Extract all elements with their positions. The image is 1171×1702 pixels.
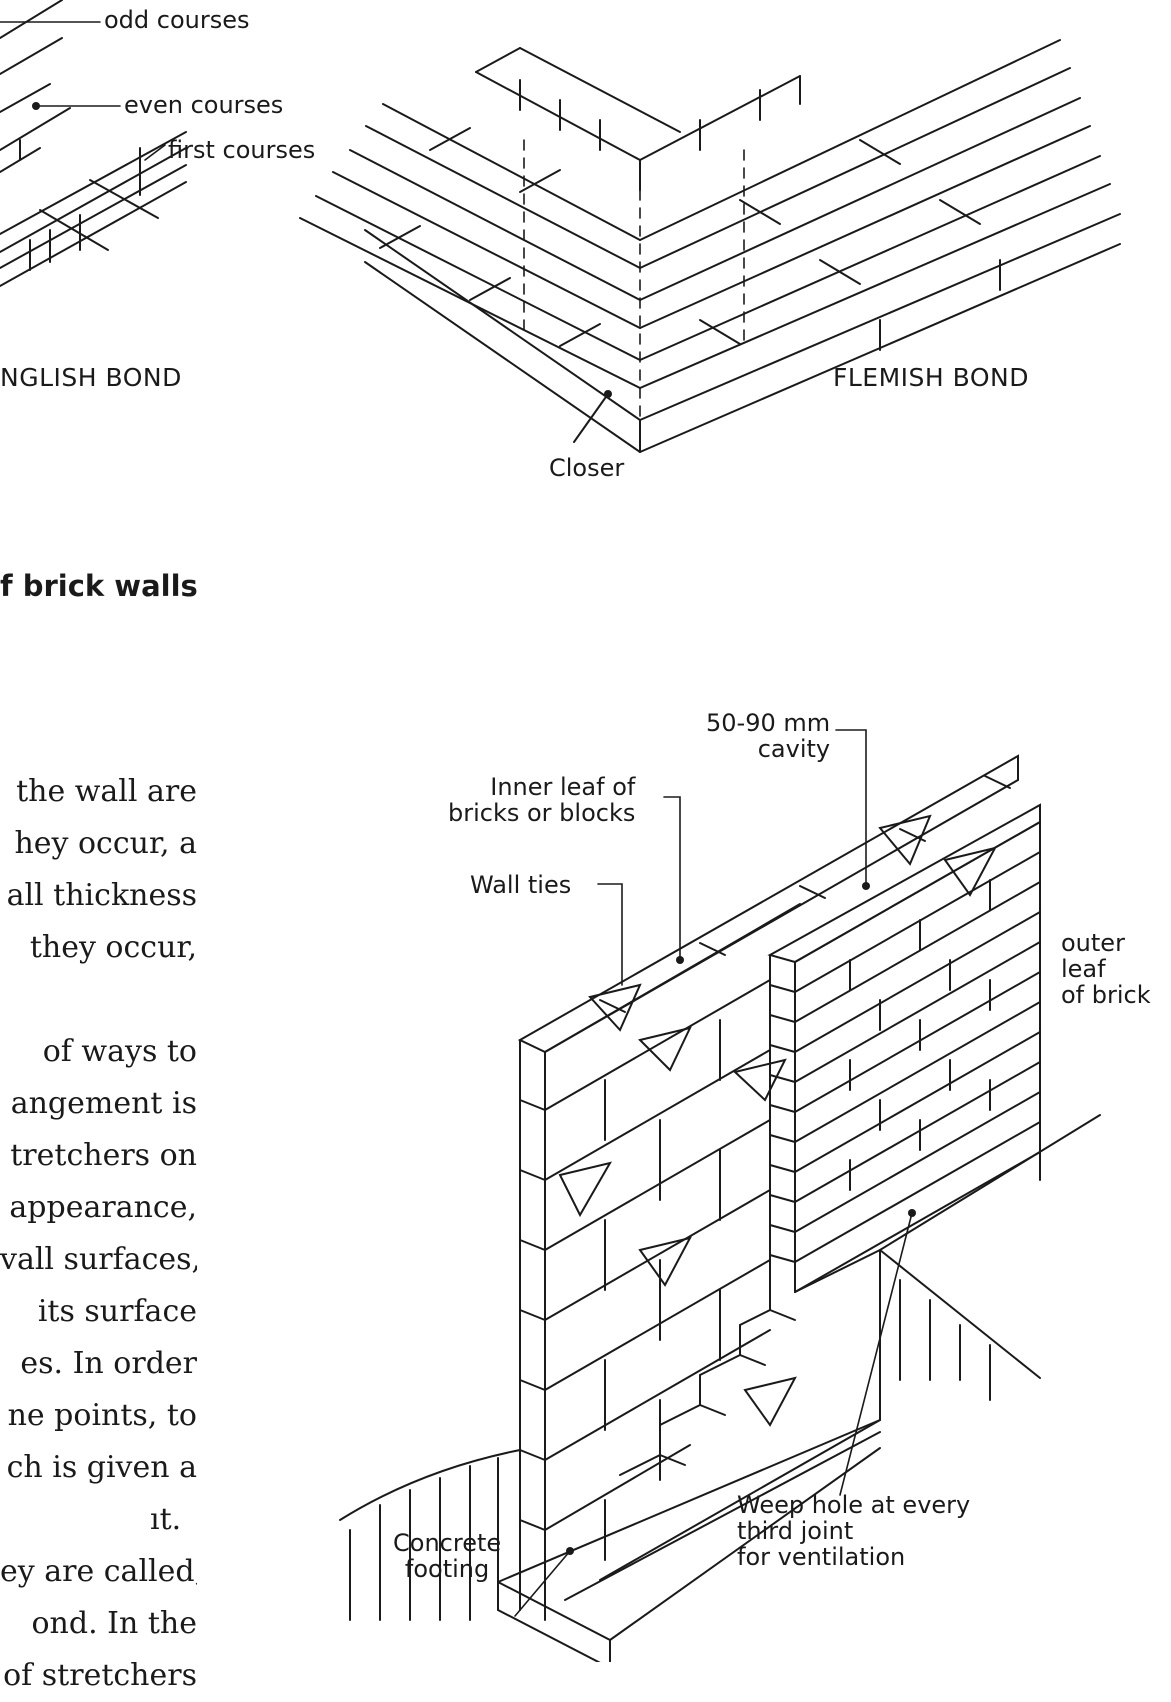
inner-leaf-label: Inner leaf of bricks or blocks [448,773,636,827]
weep-hole-label: Weep hole at every third joint for venti… [737,1491,971,1571]
cavity-width-label: 50-90 mm cavity [706,709,831,763]
body-line: the wall are [16,774,197,809]
body-line: of stretchers [3,1658,197,1693]
body-line: es. In order [20,1346,197,1381]
body-line: appearance, [9,1190,197,1225]
odd-courses-label: odd courses [104,6,250,34]
body-line: vall surfaces, [0,1242,197,1277]
english-bond-drawing [0,0,187,287]
body-line [0,974,197,1026]
cavity-wall-drawing [339,754,1101,1662]
section-heading: f brick walls [0,569,198,603]
body-text-column: the wall are hey occur, a all thickness … [0,766,197,1702]
body-line: ey are called, [0,1554,197,1589]
flemish-bond-caption: FLEMISH BOND [833,363,1030,392]
body-line: hey occur, a [14,826,197,861]
body-line: they occur, [29,930,197,965]
body-line: ch is given a [6,1450,197,1485]
body-line: ıt. [150,1502,182,1537]
first-courses-label: first courses [168,136,316,164]
body-line: tretchers on [10,1138,197,1173]
concrete-footing-label: Concrete footing [393,1529,502,1583]
body-line: of ways to [42,1034,197,1069]
flemish-bond-drawing [299,39,1121,453]
outer-leaf-label: outer leaf of brick [1061,929,1151,1009]
body-line: all thickness [6,878,197,913]
body-line: ond. In the [31,1606,198,1641]
brick-bond-illustration [0,0,1121,1662]
body-line: ne points, to [7,1398,197,1433]
body-line: its surface [37,1294,197,1329]
closer-label: Closer [549,454,625,482]
even-courses-label: even courses [124,91,284,119]
body-line: angement is [10,1086,197,1121]
wall-ties-label: Wall ties [470,871,572,899]
english-bond-caption: NGLISH BOND [0,363,182,392]
